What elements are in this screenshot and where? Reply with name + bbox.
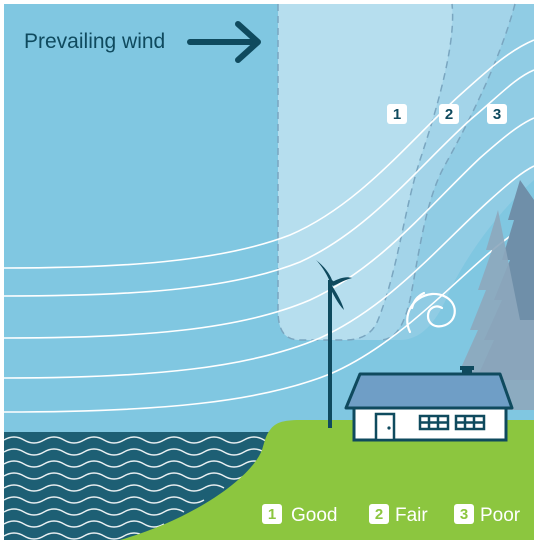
zone-good-band (278, 4, 453, 340)
turbine-blade (316, 260, 332, 282)
legend-badge (369, 504, 389, 524)
turbine-blade (329, 284, 344, 310)
legend-item-fair: 2 Fair (369, 504, 428, 526)
zone-badge-1: 1 (387, 104, 407, 124)
turbine-hub (328, 280, 334, 286)
zone-number: 2 (445, 106, 453, 123)
zone-number: 3 (493, 106, 501, 123)
house-windows (418, 414, 486, 431)
legend-item-good: 1 Good (262, 504, 337, 526)
zone-badge-bg (387, 104, 407, 124)
legend-item-poor: 3 Poor (454, 504, 521, 526)
zone-fair-band (345, 4, 515, 340)
door-knob (387, 426, 391, 430)
right-arrow-icon (187, 21, 261, 63)
zone-badge-3: 3 (487, 104, 507, 124)
trees (452, 180, 534, 410)
legend-label: Good (291, 505, 337, 526)
wind-streamline (3, 117, 535, 339)
ground (120, 420, 534, 540)
water-waves (3, 436, 285, 540)
tree-front (452, 210, 534, 410)
legend-label: Fair (395, 505, 428, 526)
wind-streamline (3, 39, 535, 269)
legend-number: 2 (375, 506, 383, 523)
zone-1-boundary (277, 3, 454, 341)
zone-2-boundary (379, 3, 516, 341)
legend-badge (262, 504, 282, 524)
legend-number: 3 (460, 506, 468, 523)
house-door (374, 412, 396, 442)
zone-badge-bg (439, 104, 459, 124)
house-icon (344, 366, 514, 442)
title-prevailing-wind: Prevailing wind (24, 30, 165, 53)
swirl-icon (406, 291, 456, 334)
zone-number: 1 (393, 106, 401, 123)
legend-label: Poor (480, 505, 521, 526)
legend: 1 Good 2 Fair 3 Poor (262, 504, 521, 526)
turbine-tower (328, 280, 332, 428)
wind-streamline (3, 165, 535, 379)
legend-number: 1 (268, 506, 276, 523)
wind-turbine-icon (316, 260, 352, 428)
zone-poor-band (380, 4, 534, 340)
house-roof (344, 372, 514, 410)
wind-streamline (3, 69, 535, 297)
zone-badge-2: 2 (439, 104, 459, 124)
turbine-blade (332, 277, 352, 286)
zone-badge-bg (487, 104, 507, 124)
chimney-cap (460, 366, 474, 370)
legend-badge (454, 504, 474, 524)
